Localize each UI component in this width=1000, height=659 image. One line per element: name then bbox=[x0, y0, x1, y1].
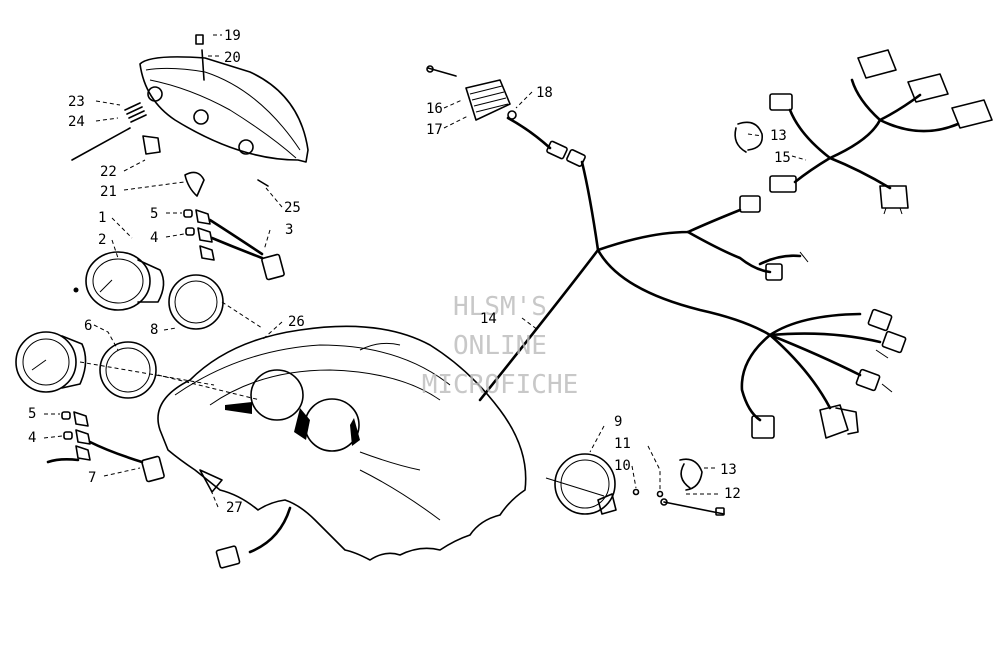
callout-11: 11 bbox=[614, 436, 631, 452]
callout-15: 15 bbox=[774, 150, 791, 166]
callout-7: 7 bbox=[88, 470, 96, 486]
callout-1: 1 bbox=[98, 210, 106, 226]
gauge-bulb-harness-lower bbox=[43, 411, 165, 483]
headlight-assembly bbox=[71, 34, 309, 208]
callout-24: 24 bbox=[68, 114, 85, 130]
callout-6: 6 bbox=[84, 318, 92, 334]
watermark-line1: HLSM'S bbox=[453, 292, 547, 322]
callout-12: 12 bbox=[724, 486, 741, 502]
callout-23: 23 bbox=[68, 94, 85, 110]
lower-switch-parts bbox=[545, 425, 725, 516]
callout-25: 25 bbox=[284, 200, 301, 216]
callout-4b: 4 bbox=[28, 430, 36, 446]
callout-10: 10 bbox=[614, 458, 631, 474]
callout-26: 26 bbox=[288, 314, 305, 330]
callout-5b: 5 bbox=[28, 406, 36, 422]
callout-27: 27 bbox=[226, 500, 243, 516]
callout-3: 3 bbox=[285, 222, 293, 238]
callout-13a: 13 bbox=[770, 128, 787, 144]
callout-17: 17 bbox=[426, 122, 443, 138]
gauge-bulb-harness-upper bbox=[165, 209, 285, 281]
main-wiring-harness bbox=[478, 160, 907, 439]
watermark-line2: ONLINE bbox=[453, 331, 547, 361]
watermark-line3: MICROFICHE bbox=[422, 370, 579, 400]
callout-19: 19 bbox=[224, 28, 241, 44]
callout-13b: 13 bbox=[720, 462, 737, 478]
voltage-regulator bbox=[426, 65, 586, 167]
callout-2: 2 bbox=[98, 232, 106, 248]
callout-labels: 19 20 23 24 22 21 25 1 2 5 4 3 6 8 26 5 … bbox=[28, 28, 791, 516]
callout-8: 8 bbox=[150, 322, 158, 338]
gauge-cluster-parts bbox=[15, 217, 263, 401]
callout-4a: 4 bbox=[150, 230, 158, 246]
light-harness bbox=[734, 49, 993, 215]
callout-9: 9 bbox=[614, 414, 622, 430]
watermark: HLSM'S ONLINE MICROFICHE bbox=[422, 292, 579, 400]
callout-20: 20 bbox=[224, 50, 241, 66]
callout-22: 22 bbox=[100, 164, 117, 180]
callout-14: 14 bbox=[480, 311, 497, 327]
callout-5a: 5 bbox=[150, 206, 158, 222]
callout-16: 16 bbox=[426, 101, 443, 117]
callout-18: 18 bbox=[536, 85, 553, 101]
callout-21: 21 bbox=[100, 184, 117, 200]
dash-panel bbox=[157, 321, 527, 569]
